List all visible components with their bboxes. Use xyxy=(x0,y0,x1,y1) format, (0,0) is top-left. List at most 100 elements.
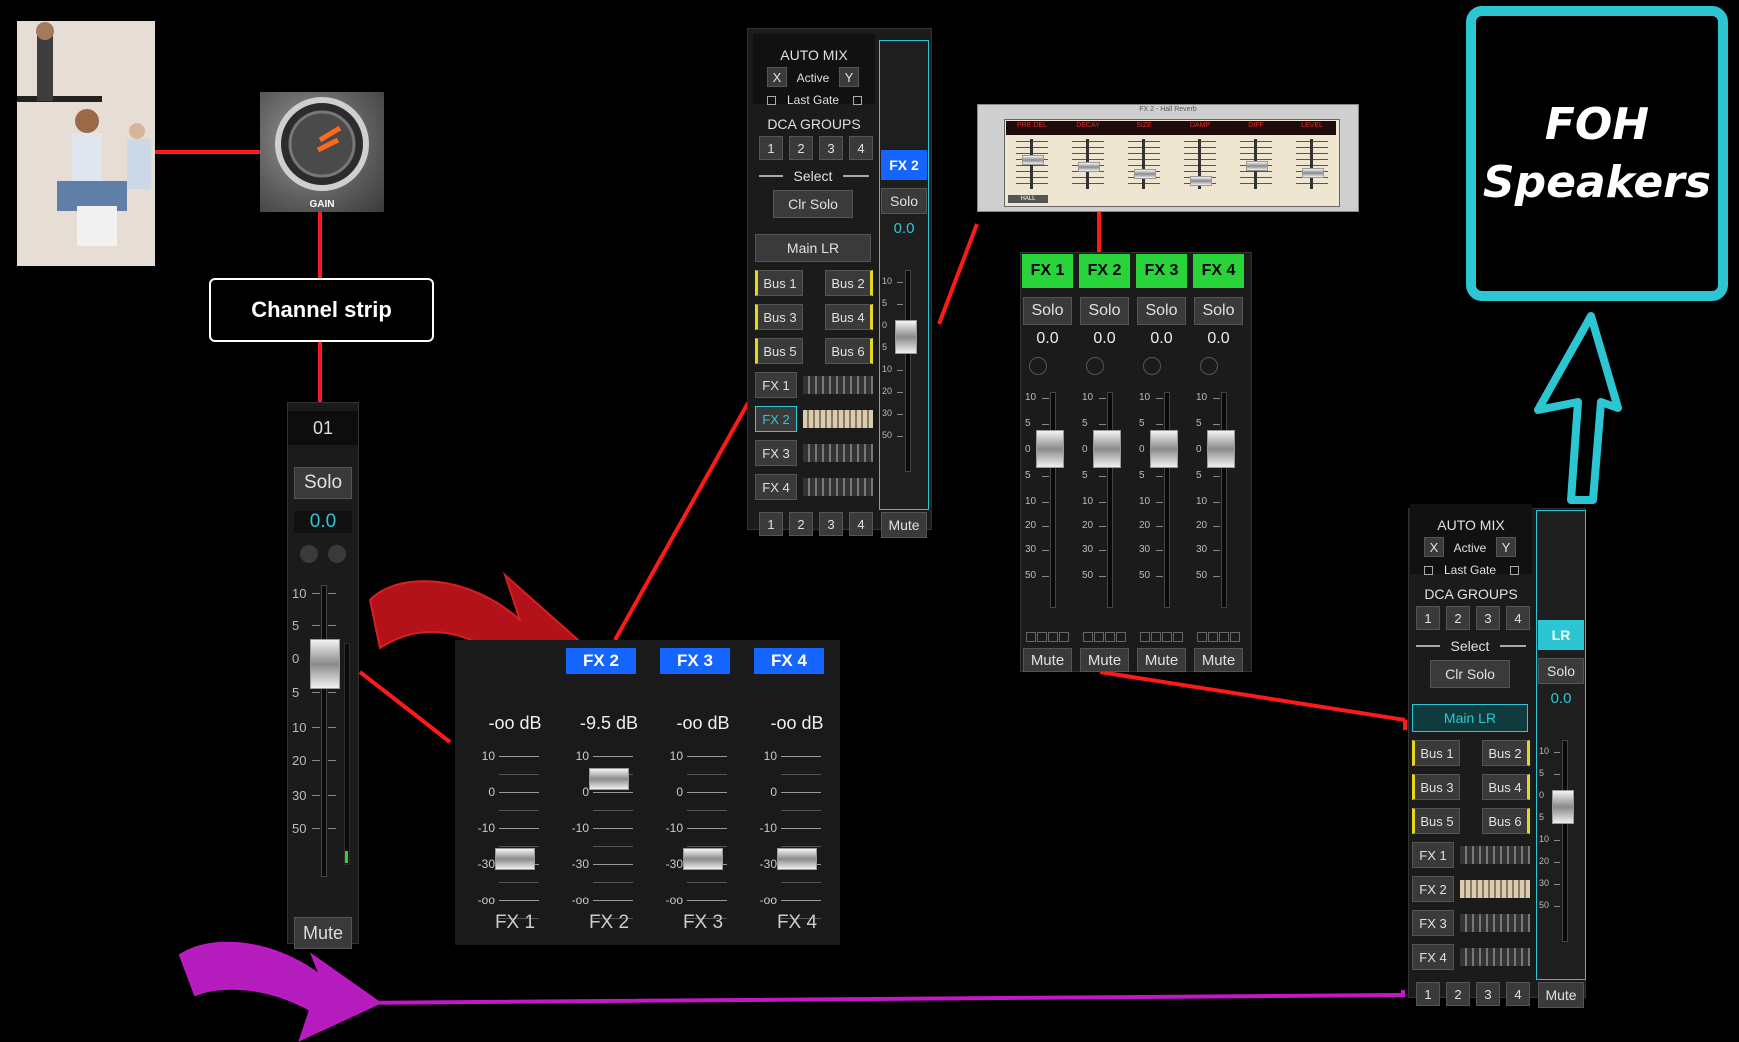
last-gate-checkbox[interactable] xyxy=(853,96,862,105)
send-fader-handle[interactable] xyxy=(495,848,535,870)
fx-assign-button[interactable]: FX 1 xyxy=(1412,842,1454,868)
fx-return-mute-button[interactable]: Mute xyxy=(1023,648,1072,672)
solo-button[interactable]: Solo xyxy=(294,467,352,499)
bus-button[interactable]: Bus 2 xyxy=(1482,740,1530,766)
clear-solo-button[interactable]: Clr Solo xyxy=(1430,660,1510,688)
reverb-slider-handle[interactable] xyxy=(1302,168,1324,178)
fx-return-scale-label: 5 xyxy=(1082,470,1088,481)
fx-assign-button[interactable]: FX 2 xyxy=(1412,876,1454,902)
main-lr-button[interactable]: Main LR xyxy=(1412,704,1528,732)
last-gate-checkbox[interactable] xyxy=(767,96,776,105)
fx-return-fader-handle[interactable] xyxy=(1207,430,1235,468)
last-gate-checkbox[interactable] xyxy=(1424,566,1433,575)
fx-return-mute-button[interactable]: Mute xyxy=(1080,648,1129,672)
fx-assign-button[interactable]: FX 3 xyxy=(1412,910,1454,936)
scale-label: 5 xyxy=(292,685,300,700)
send-fader-handle[interactable] xyxy=(589,768,629,790)
reverb-mode-button[interactable]: HALL xyxy=(1008,195,1048,203)
fx-return-small-box xyxy=(1140,632,1150,642)
bus-button[interactable]: Bus 5 xyxy=(1412,808,1460,834)
fx-return-label[interactable]: FX 3 xyxy=(1136,254,1187,288)
bottom-button[interactable]: 2 xyxy=(1446,982,1470,1006)
fx-send-header[interactable]: FX 4 xyxy=(754,648,824,674)
fx-assign-button[interactable]: FX 2 xyxy=(755,406,797,432)
send-fader-handle[interactable] xyxy=(777,848,817,870)
side-fader-handle[interactable] xyxy=(895,320,917,354)
fx-return-scale-tick xyxy=(1213,424,1220,425)
dca-button[interactable]: 1 xyxy=(1416,606,1440,630)
fx-return-mute-button[interactable]: Mute xyxy=(1137,648,1186,672)
fx-return-solo-button[interactable]: Solo xyxy=(1137,297,1186,325)
bus-button[interactable]: Bus 2 xyxy=(825,270,873,296)
bottom-button[interactable]: 4 xyxy=(1506,982,1530,1006)
send-scale-tick xyxy=(593,900,633,901)
fx-return-solo-button[interactable]: Solo xyxy=(1080,297,1129,325)
fx-return-solo-button[interactable]: Solo xyxy=(1023,297,1072,325)
reverb-slider-handle[interactable] xyxy=(1190,176,1212,186)
send-fader-handle[interactable] xyxy=(683,848,723,870)
bottom-button[interactable]: 2 xyxy=(789,512,813,536)
automix-x-button[interactable]: X xyxy=(1424,537,1444,557)
bottom-button[interactable]: 4 xyxy=(849,512,873,536)
dca-button[interactable]: 2 xyxy=(789,136,813,160)
dca-button[interactable]: 4 xyxy=(849,136,873,160)
automix-y-button[interactable]: Y xyxy=(839,67,859,87)
fader-handle[interactable] xyxy=(310,639,340,689)
bottom-button[interactable]: 3 xyxy=(819,512,843,536)
side-solo-button[interactable]: Solo xyxy=(881,188,927,214)
fx-assign-button[interactable]: FX 3 xyxy=(755,440,797,466)
dca-button[interactable]: 4 xyxy=(1506,606,1530,630)
fx-return-fader-handle[interactable] xyxy=(1093,430,1121,468)
fx-return-mute-button[interactable]: Mute xyxy=(1194,648,1243,672)
fx-return-solo-button[interactable]: Solo xyxy=(1194,297,1243,325)
bottom-button[interactable]: 3 xyxy=(1476,982,1500,1006)
mute-button[interactable]: Mute xyxy=(294,917,352,949)
fx-assign-button[interactable]: FX 1 xyxy=(755,372,797,398)
fx-return-fader-handle[interactable] xyxy=(1036,430,1064,468)
fx-return-scale-label: 50 xyxy=(1196,570,1208,581)
clear-solo-button[interactable]: Clr Solo xyxy=(773,190,853,218)
fx-return-label[interactable]: FX 1 xyxy=(1022,254,1073,288)
side-label[interactable]: LR xyxy=(1538,620,1584,650)
bus-button[interactable]: Bus 3 xyxy=(1412,774,1460,800)
side-fader-handle[interactable] xyxy=(1552,790,1574,824)
dca-button[interactable]: 3 xyxy=(819,136,843,160)
side-solo-button[interactable]: Solo xyxy=(1538,658,1584,684)
bus-button[interactable]: Bus 4 xyxy=(1482,774,1530,800)
reverb-slider-handle[interactable] xyxy=(1246,161,1268,171)
reverb-slider-handle[interactable] xyxy=(1022,155,1044,165)
bus-button[interactable]: Bus 6 xyxy=(1482,808,1530,834)
gain-knob[interactable]: GAIN xyxy=(260,92,384,212)
side-label[interactable]: FX 2 xyxy=(881,150,927,180)
main-lr-button[interactable]: Main LR xyxy=(755,234,871,262)
bus-button[interactable]: Bus 1 xyxy=(1412,740,1460,766)
side-mute-button[interactable]: Mute xyxy=(881,512,927,538)
fx-assign-button[interactable]: FX 4 xyxy=(755,474,797,500)
bus-button[interactable]: Bus 6 xyxy=(825,338,873,364)
bottom-button[interactable]: 1 xyxy=(759,512,783,536)
fx-return-label[interactable]: FX 2 xyxy=(1079,254,1130,288)
fx-send-header[interactable]: FX 3 xyxy=(660,648,730,674)
automix-y-button[interactable]: Y xyxy=(1496,537,1516,557)
dca-button[interactable]: 2 xyxy=(1446,606,1470,630)
dca-button[interactable]: 1 xyxy=(759,136,783,160)
bus-button[interactable]: Bus 3 xyxy=(755,304,803,330)
bus-button[interactable]: Bus 5 xyxy=(755,338,803,364)
fx-return-scale-tick xyxy=(1213,476,1220,477)
fx-return-fader-handle[interactable] xyxy=(1150,430,1178,468)
side-mute-button[interactable]: Mute xyxy=(1538,982,1584,1008)
reverb-slider-handle[interactable] xyxy=(1078,162,1100,172)
bus-button[interactable]: Bus 4 xyxy=(825,304,873,330)
side-fader-column xyxy=(879,40,929,510)
cyan-up-arrow-icon xyxy=(1534,312,1622,504)
dca-button[interactable]: 3 xyxy=(1476,606,1500,630)
bottom-button[interactable]: 1 xyxy=(1416,982,1440,1006)
fx-assign-button[interactable]: FX 4 xyxy=(1412,944,1454,970)
send-scale-label: -10 xyxy=(571,821,589,835)
automix-x-button[interactable]: X xyxy=(767,67,787,87)
fx-send-header[interactable]: FX 2 xyxy=(566,648,636,674)
reverb-slider-handle[interactable] xyxy=(1134,169,1156,179)
bus-button[interactable]: Bus 1 xyxy=(755,270,803,296)
last-gate-checkbox[interactable] xyxy=(1510,566,1519,575)
fx-return-label[interactable]: FX 4 xyxy=(1193,254,1244,288)
